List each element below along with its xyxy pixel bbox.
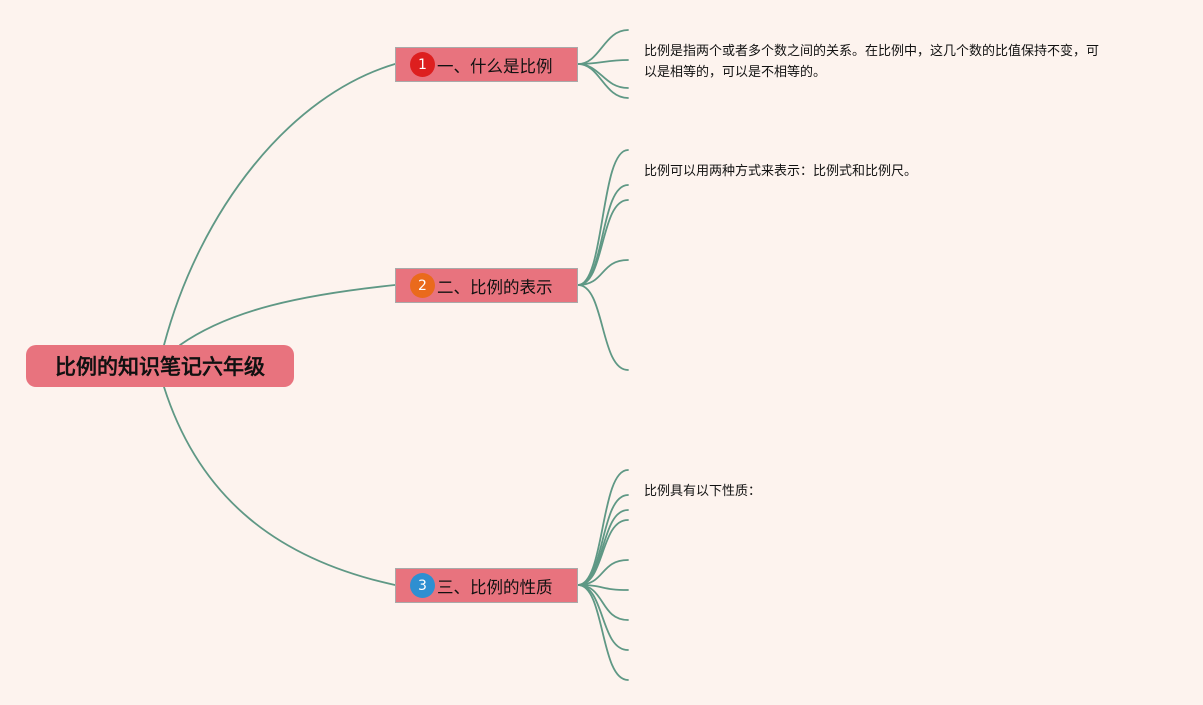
topic-label: 一、什么是比例 xyxy=(437,56,553,76)
topic-label: 二、比例的表示 xyxy=(437,277,553,297)
connector-root-topic-1 xyxy=(163,63,396,346)
connector-topic-2-branch xyxy=(577,199,629,286)
connector-topic-1-branch xyxy=(577,63,629,89)
connector-lines xyxy=(163,29,629,681)
topic-node-3[interactable]: 3 三、比例的性质 xyxy=(395,568,578,603)
note-line: 比例是指两个或者多个数之间的关系。在比例中，这几个数的比值保持不变，可 xyxy=(644,44,1100,59)
connector-topic-2-branch xyxy=(577,149,629,286)
number-badge-icon: 3 xyxy=(410,573,435,598)
note-topic-3[interactable]: 比例具有以下性质： xyxy=(644,481,761,502)
note-line: 比例可以用两种方式来表示：比例式和比例尺。 xyxy=(644,164,918,179)
connector-topic-2-branch xyxy=(577,284,629,371)
topic-node-1[interactable]: 1 一、什么是比例 xyxy=(395,47,578,82)
connector-topic-1-branch xyxy=(577,63,629,99)
note-topic-2[interactable]: 比例可以用两种方式来表示：比例式和比例尺。 xyxy=(644,161,917,182)
connector-topic-2-branch xyxy=(577,259,629,286)
note-topic-1[interactable]: 比例是指两个或者多个数之间的关系。在比例中，这几个数的比值保持不变，可 以是相等… xyxy=(644,41,1099,83)
connector-topic-3-branch xyxy=(577,469,629,586)
note-line: 比例具有以下性质： xyxy=(644,484,762,499)
number-badge-icon: 2 xyxy=(410,273,435,298)
note-line: 以是相等的，可以是不相等的。 xyxy=(644,65,827,80)
root-title: 比例的知识笔记六年级 xyxy=(55,355,265,379)
connector-root-topic-3 xyxy=(163,386,396,586)
connector-topic-1-branch xyxy=(577,29,629,65)
connector-topic-2-branch xyxy=(577,184,629,286)
number-badge-icon: 1 xyxy=(410,52,435,77)
connector-topic-3-branch xyxy=(577,584,629,651)
connector-root-topic-2 xyxy=(179,284,396,346)
root-node[interactable]: 比例的知识笔记六年级 xyxy=(26,345,294,387)
connector-topic-3-branch xyxy=(577,519,629,586)
topic-node-2[interactable]: 2 二、比例的表示 xyxy=(395,268,578,303)
connector-topic-3-branch xyxy=(577,584,629,681)
topic-label: 三、比例的性质 xyxy=(437,577,553,597)
